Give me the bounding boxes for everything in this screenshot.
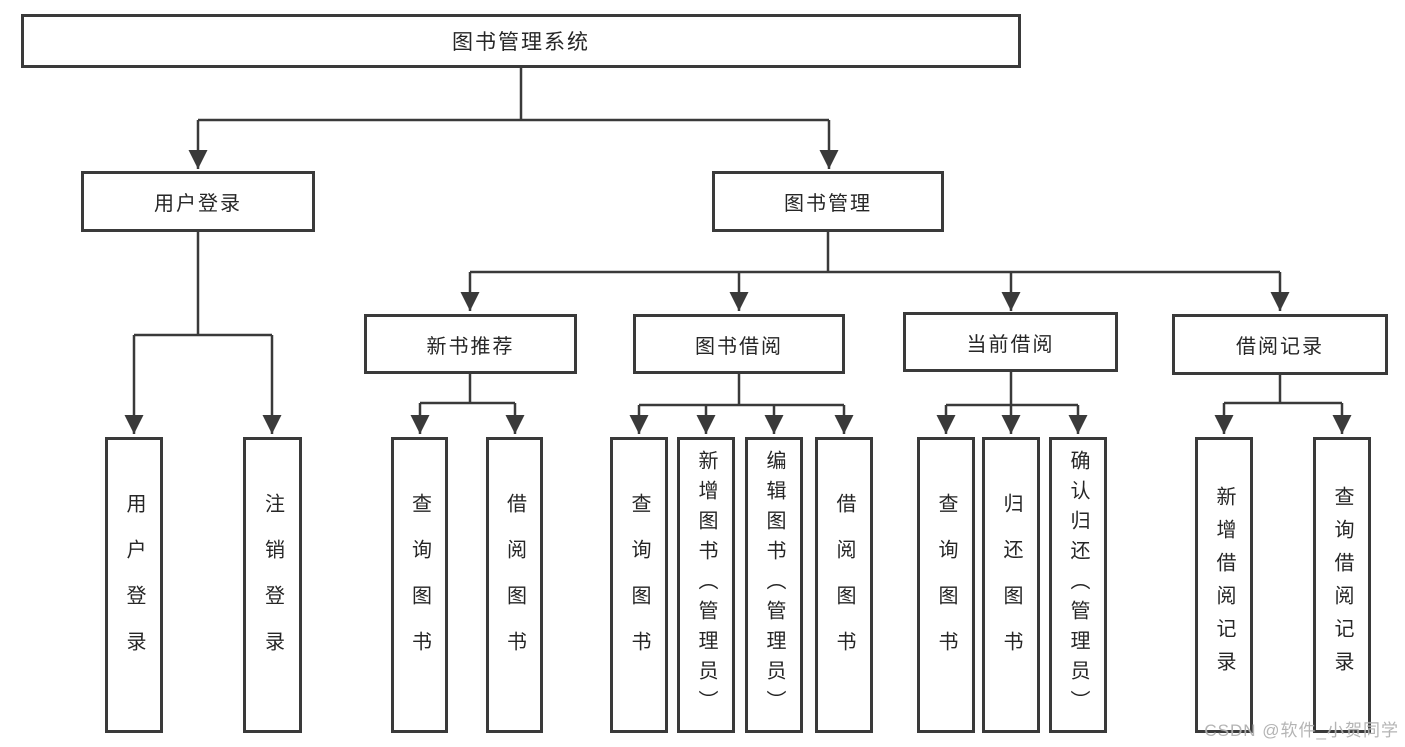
node-root: 图书管理系统: [21, 14, 1021, 68]
node-root-label: 图书管理系统: [452, 31, 590, 54]
leaf-add-book-admin-label: 新增图书（管理员）: [695, 450, 717, 720]
leaf-query-books-1: 查询图书: [391, 437, 448, 733]
node-book-borrowing: 图书借阅: [633, 314, 845, 374]
csdn-watermark: CSDN @软件_小贺同学: [1204, 721, 1399, 740]
node-book-management-label: 图书管理: [784, 193, 872, 215]
leaf-user-login-label: 用户登录: [123, 493, 145, 677]
leaf-user-login: 用户登录: [105, 437, 163, 733]
leaf-logout-label: 注销登录: [261, 493, 284, 677]
leaf-borrow-books-2-label: 借阅图书: [833, 493, 855, 677]
leaf-add-book-admin: 新增图书（管理员）: [677, 437, 735, 733]
node-new-book-recommend-label: 新书推荐: [426, 335, 515, 358]
node-borrowing-records-label: 借阅记录: [1236, 336, 1324, 358]
node-user-login: 用户登录: [81, 171, 315, 232]
node-user-login-label: 用户登录: [154, 193, 242, 215]
leaf-confirm-return-admin-label: 确认归还（管理员）: [1067, 450, 1089, 720]
leaf-borrow-books-2: 借阅图书: [815, 437, 873, 733]
leaf-confirm-return-admin: 确认归还（管理员）: [1049, 437, 1107, 733]
leaf-edit-book-admin-label: 编辑图书（管理员）: [763, 450, 785, 720]
node-current-borrowing-label: 当前借阅: [966, 333, 1055, 356]
leaf-return-book: 归还图书: [982, 437, 1040, 733]
node-current-borrowing: 当前借阅: [903, 312, 1118, 372]
leaf-query-borrow-record: 查询借阅记录: [1313, 437, 1371, 733]
leaf-query-books-2-label: 查询图书: [628, 493, 650, 677]
node-book-borrowing-label: 图书借阅: [695, 335, 783, 358]
leaf-add-borrow-record: 新增借阅记录: [1195, 437, 1253, 733]
node-book-management: 图书管理: [712, 171, 944, 232]
leaf-add-borrow-record-label: 新增借阅记录: [1213, 486, 1235, 684]
leaf-query-books-2: 查询图书: [610, 437, 668, 733]
leaf-query-borrow-record-label: 查询借阅记录: [1331, 486, 1353, 684]
node-borrowing-records: 借阅记录: [1172, 314, 1388, 375]
leaf-logout: 注销登录: [243, 437, 302, 733]
leaf-borrow-books-1-label: 借阅图书: [503, 493, 526, 677]
leaf-borrow-books-1: 借阅图书: [486, 437, 543, 733]
leaf-query-books-3-label: 查询图书: [935, 493, 957, 677]
node-new-book-recommend: 新书推荐: [364, 314, 577, 374]
leaf-query-books-3: 查询图书: [917, 437, 975, 733]
leaf-query-books-1-label: 查询图书: [408, 493, 431, 677]
leaf-edit-book-admin: 编辑图书（管理员）: [745, 437, 803, 733]
leaf-return-book-label: 归还图书: [1000, 493, 1022, 677]
